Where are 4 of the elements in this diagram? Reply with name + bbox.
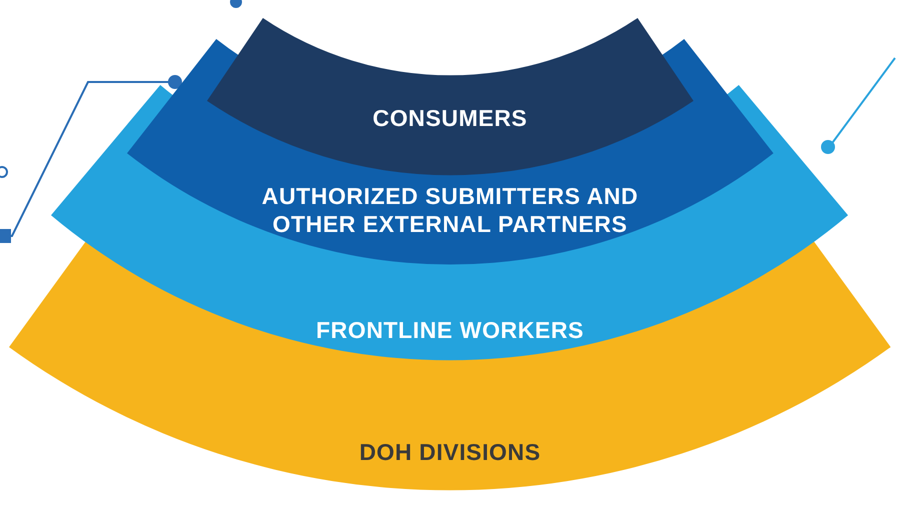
band-label: DOH DIVISIONS	[358, 438, 542, 466]
band-label: CONSUMERS	[372, 104, 528, 132]
band-label: AUTHORIZED SUBMITTERS AND OTHER EXTERNAL PARTNERS	[260, 182, 640, 238]
band-label: FRONTLINE WORKERS	[315, 316, 585, 344]
